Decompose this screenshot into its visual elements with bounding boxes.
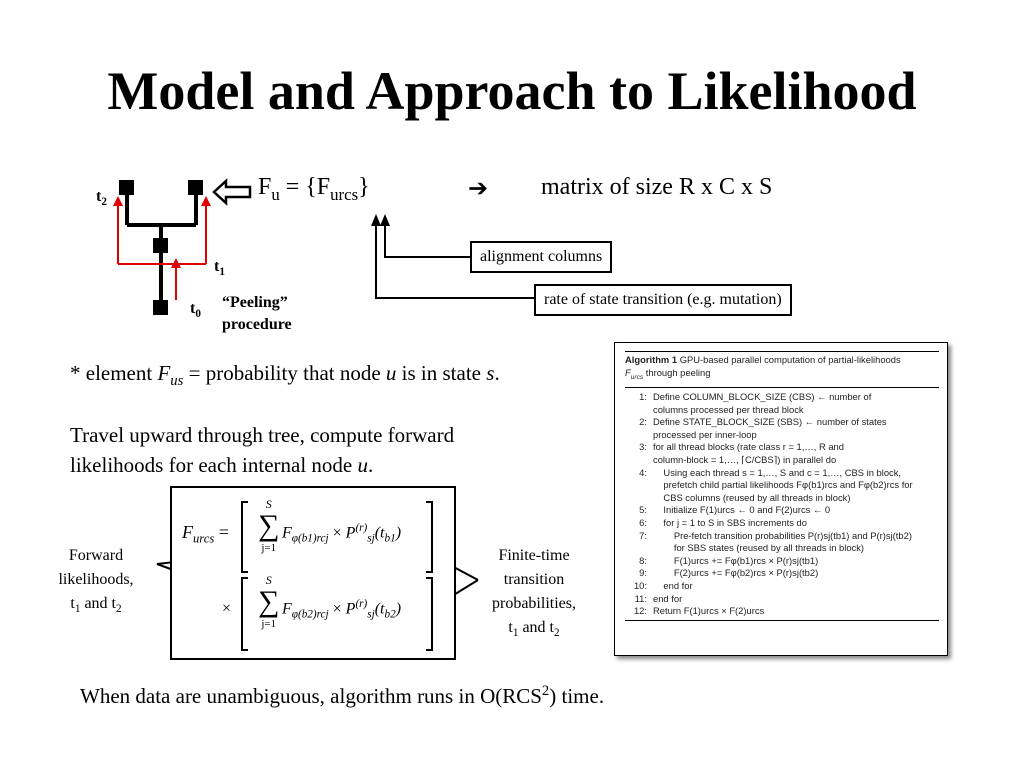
algorithm-line-number: 1: [639,391,647,403]
implies-arrow-icon: ➔ [468,176,489,202]
peeling-procedure-label: “Peeling” procedure [222,294,292,333]
algorithm-line: 12: Return F(1)urcs × F(2)urcs [625,605,939,618]
algorithm-line: 3: for all thread blocks (rate class r = … [625,441,939,454]
tree-label-t1: t1 [214,258,225,279]
algorithm-line-text: Define COLUMN_BLOCK_SIZE (CBS) ← number … [653,391,872,403]
algorithm-lines: 1: Define COLUMN_BLOCK_SIZE (CBS) ← numbe… [625,391,939,618]
algorithm-line-text: Return F(1)urcs × F(2)urcs [653,605,765,617]
runtime-note: When data are unambiguous, algorithm run… [80,683,605,708]
algorithm-line-text: columns processed per thread block [653,403,804,415]
algorithm-line-number: 7: [639,529,647,541]
algorithm-line-text: for j = 1 to S in SBS increments do [653,517,807,528]
algorithm-line-number: 11: [634,592,647,604]
hollow-left-arrow-icon [212,178,252,206]
tree-label-t0: t0 [190,300,201,321]
algorithm-line-number [625,429,653,442]
algorithm-line: 10: end for [625,580,939,593]
algorithm-line-number [625,479,653,492]
algorithm-line: 4: Using each thread s = 1,…, S and c = … [625,467,939,480]
rate-transition-callout: rate of state transition (e.g. mutation) [534,284,792,316]
algorithm-line: for SBS states (reused by all threads in… [625,542,939,555]
algorithm-line-text: CBS columns (reused by all threads in bl… [653,491,851,503]
formula-brackets [241,501,433,651]
algorithm-line: 7: Pre-fetch transition probabilities P(… [625,530,939,543]
algorithm-line-number [625,454,653,467]
algorithm-line: 8: F(1)urcs += Fφ(b1)rcs × P(r)sj(tb1) [625,555,939,568]
algorithm-line: 2: Define STATE_BLOCK_SIZE (SBS) ← number… [625,416,939,429]
formula-times: × [222,600,232,617]
algorithm-line: CBS columns (reused by all threads in bl… [625,492,939,505]
forward-likelihoods-label: Forward likelihoods, t1 and t2 [58,547,134,616]
formula-lhs: Furcs = [182,522,229,546]
element-note: * element Fus = probability that node u … [70,361,500,390]
algorithm-line: 1: Define COLUMN_BLOCK_SIZE (CBS) ← numbe… [625,391,939,404]
algorithm-line: 5: Initialize F(1)urcs ← 0 and F(2)urcs … [625,504,939,517]
likelihood-formula: Furcs = S ∑ j=1 Fφ(b1)rcj × P(r)sj(tb1) … [170,486,456,660]
algorithm-line-number: 4: [639,466,647,478]
algorithm-line-text: column-block = 1,…, ⌈C/CBS⌉) in parallel… [653,454,837,466]
algorithm-line: 11: end for [625,593,939,606]
fu-definition: Fu = {Furcs} [258,174,370,204]
algorithm-line-text: end for [653,592,683,604]
algorithm-line-number: 6: [639,517,647,528]
slide-title: Model and Approach to Likelihood [107,61,917,121]
algorithm-line-text: Using each thread s = 1,…, S and c = 1,…… [653,466,902,478]
tree-nodes [119,180,203,315]
algorithm-line: processed per inner-loop [625,429,939,442]
tree-label-t2: t2 [96,188,107,209]
algorithm-line-text: end for [653,579,693,591]
algorithm-line-text: F(1)urcs += Fφ(b1)rcs × P(r)sj(tb1) [653,554,819,566]
algorithm-line-number [625,404,653,417]
algorithm-line-text: Define STATE_BLOCK_SIZE (SBS) ← number o… [653,416,887,428]
algorithm-header: Algorithm 1 GPU-based parallel computati… [625,351,939,389]
algorithm-line-text: processed per inner-loop [653,428,757,440]
formula-term-1: Fφ(b1)rcj × P(r)sj(tb1) [282,522,402,545]
alignment-columns-callout: alignment columns [470,241,613,273]
sum-symbol-2: S ∑ j=1 [258,573,280,630]
algorithm-line-number: 3: [639,441,647,453]
algorithm-line: 6: for j = 1 to S in SBS increments do [625,517,939,530]
algorithm-line-number [625,492,653,505]
algorithm-line-text: F(2)urcs += Fφ(b2)rcs × P(r)sj(tb2) [653,567,819,579]
algorithm-line-number: 2: [639,416,647,428]
algorithm-line-text: for SBS states (reused by all threads in… [653,542,865,554]
algorithm-line: 9: F(2)urcs += Fφ(b2)rcs × P(r)sj(tb2) [625,567,939,580]
travel-description: Travel upward through tree, compute forw… [70,423,455,477]
algorithm-line-number: 9: [639,567,647,579]
algorithm-line: column-block = 1,…, ⌈C/CBS⌉) in parallel… [625,454,939,467]
algorithm-line-number [625,542,653,555]
algorithm-line-number: 10: [633,579,647,591]
algorithm-line-number: 5: [639,504,647,516]
algorithm-line: columns processed per thread block [625,404,939,417]
formula-term-2: Fφ(b2)rcj × P(r)sj(tb2) [282,598,402,621]
algorithm-panel: Algorithm 1 GPU-based parallel computati… [614,342,948,656]
algorithm-line-text: Pre-fetch transition probabilities P(r)s… [653,529,912,541]
peeling-arrows [117,202,207,300]
algorithm-line-text: prefetch child partial likelihoods Fφ(b1… [653,479,913,491]
algorithm-line: prefetch child partial likelihoods Fφ(b1… [625,479,939,492]
algorithm-line-number: 12: [633,605,647,617]
matrix-size-text: matrix of size R x C x S [541,174,773,200]
algorithm-line-text: Initialize F(1)urcs ← 0 and F(2)urcs ← 0 [653,504,831,516]
transition-probabilities-label: Finite-time transition probabilities, t1… [492,547,576,640]
sum-symbol-1: S ∑ j=1 [258,497,280,554]
algorithm-line-number: 8: [639,554,647,566]
algorithm-line-text: for all thread blocks (rate class r = 1,… [653,441,844,453]
